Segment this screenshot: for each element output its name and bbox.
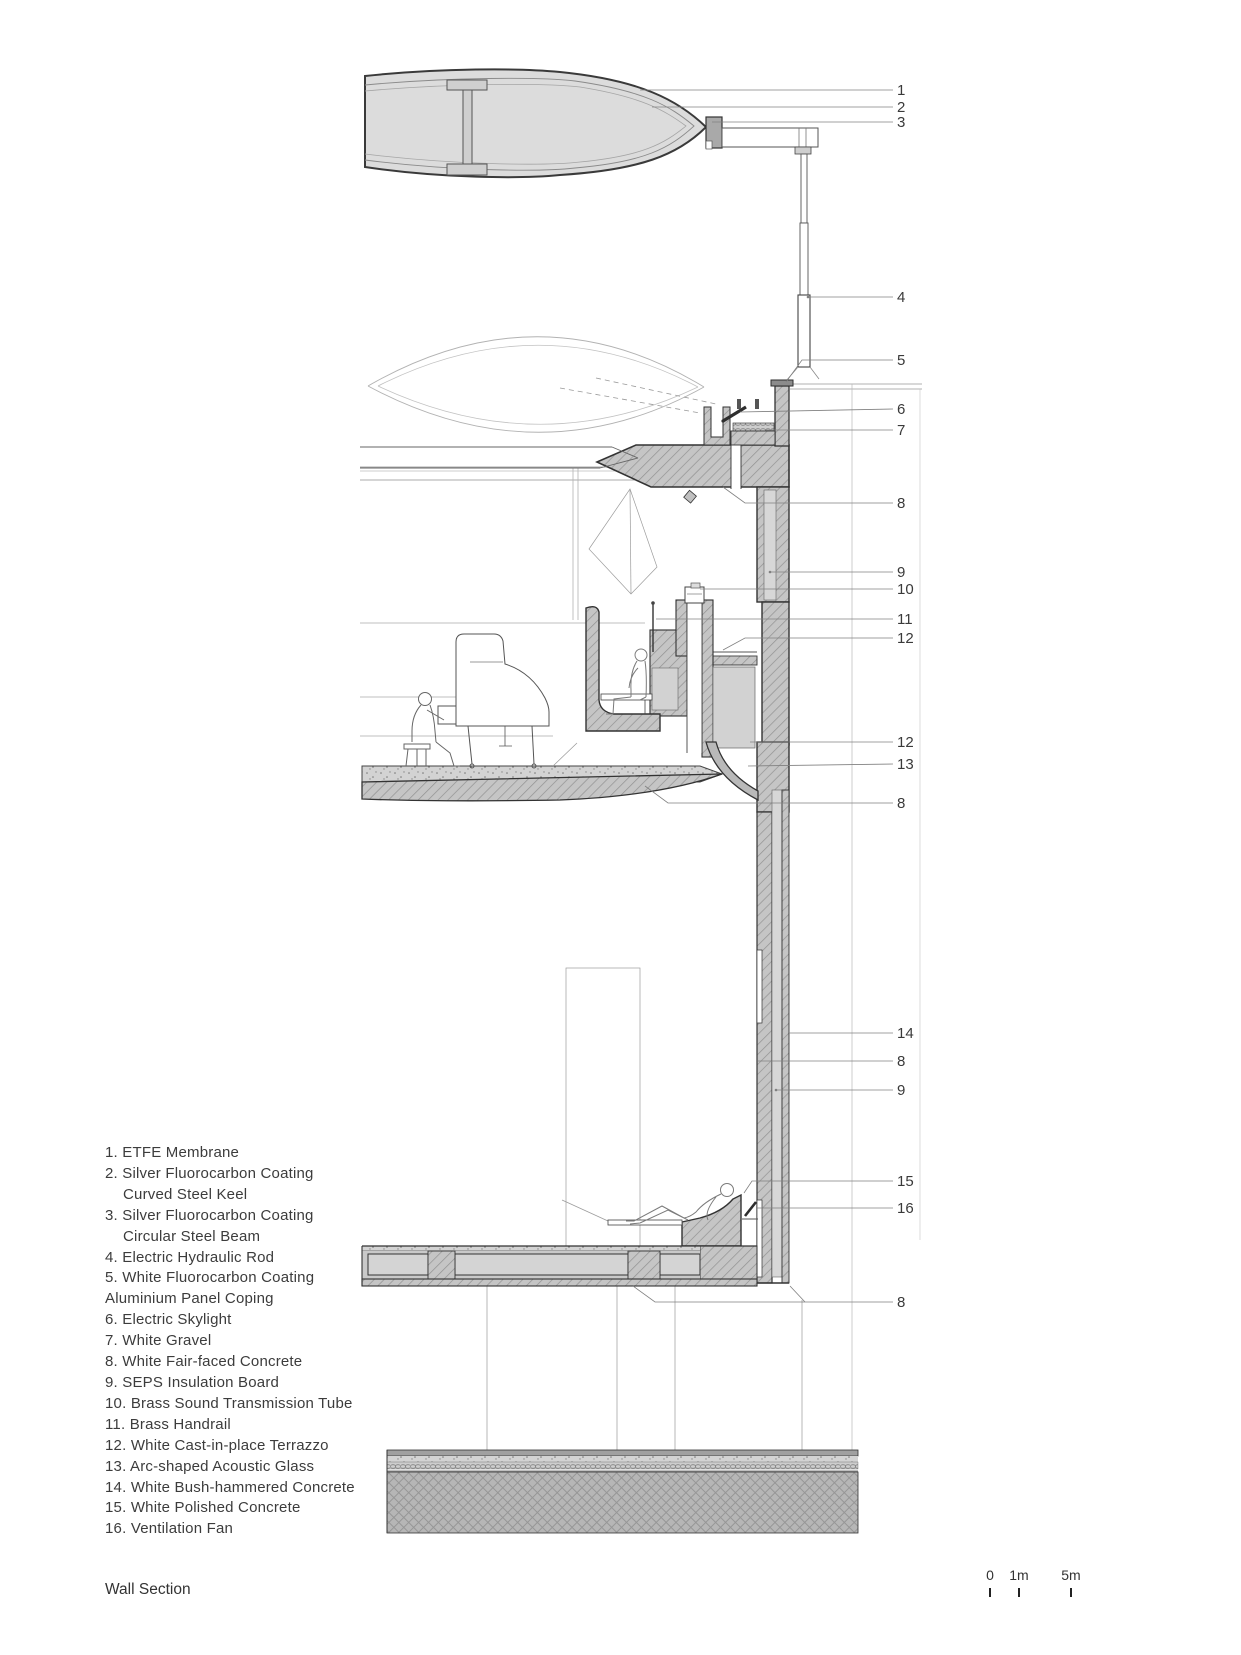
legend-line: 9. SEPS Insulation Board [105,1373,280,1391]
leader-lines [632,89,894,1303]
upper-wall [756,486,790,746]
glass-panel-left [651,667,679,711]
legend-line: 14. White Bush-hammered Concrete [105,1478,355,1496]
legend-line: 16. Ventilation Fan [105,1520,234,1538]
legend-line: 15. White Polished Concrete [105,1499,301,1517]
alcove-parapet [585,605,661,732]
callout-number: 12 [897,734,914,751]
callout-number: 11 [897,611,913,628]
sheet-title: Wall Section [105,1581,191,1598]
callout-number: 12 [897,630,914,647]
background-lines [360,383,922,1450]
membrane-outer-skin [364,68,708,179]
membrane-inner-skin [364,77,695,171]
roof-slab [360,443,790,504]
callout-number: 8 [897,495,905,512]
callout-number: 9 [897,1082,905,1099]
electric-hydraulic-rod [785,153,820,382]
legend-line: 10. Brass Sound Transmission Tube [105,1394,353,1412]
legend: 1. ETFE Membrane 2. Silver Fluorocarbon C… [105,1143,355,1540]
callout-number: 8 [897,1053,905,1070]
legend-line: 4. Electric Hydraulic Rod [105,1248,275,1266]
etfe-membrane-roof [364,68,708,179]
callout-number: 6 [897,401,905,418]
foundation-lines [486,1286,803,1450]
legend-line: Circular Steel Beam [123,1227,261,1245]
brass-sound-tube-cap [684,582,705,604]
stage-floor [361,742,724,802]
legend-line: Aluminium Panel Coping [105,1290,274,1308]
electric-skylight [703,399,776,446]
seps-insulation-upper [763,489,777,601]
alcove-bench [600,693,653,701]
legend-line: Curved Steel Keel [123,1185,248,1203]
legend-line: 13. Arc-shaped Acoustic Glass [105,1457,315,1475]
legend-line: 7. White Gravel [105,1332,212,1350]
circular-steel-beam [705,116,819,155]
callout-number: 8 [897,795,905,812]
grand-piano [437,633,550,769]
callout-number: 4 [897,289,905,306]
sound-tube-void [687,603,702,753]
floor-plenum [361,1245,758,1287]
hinge-connector [794,146,812,155]
ventilation-fan [742,1201,758,1220]
bush-hammered-skin [781,789,790,1284]
callout-number: 5 [897,352,905,369]
skylight-flap [722,405,747,423]
legend-line: 5. White Fluorocarbon Coating [105,1269,315,1287]
beam-body [721,127,819,148]
legend-line: 3. Silver Fluorocarbon Coating [105,1206,314,1224]
legend-line: 6. Electric Skylight [105,1311,232,1329]
callout-number: 9 [897,564,905,581]
legend-line: 2. Silver Fluorocarbon Coating [105,1164,314,1182]
rear-wall-opening [565,967,641,1247]
plenum-pier [627,1250,661,1280]
reclining-figure [626,1183,734,1225]
plenum-pier [427,1250,456,1280]
plenum-void [454,1253,629,1276]
slab-joint-slot [731,443,741,489]
callout-number: 2 [897,99,905,116]
pianist-figure [403,692,460,767]
brass-handrail [651,601,655,652]
bench-seat-slab [607,1219,683,1226]
piano-stool [403,743,431,767]
plenum-void [367,1253,429,1276]
parapet [770,379,794,447]
legend-line: 11. Brass Handrail [105,1415,231,1433]
audience-figure [606,648,648,715]
acoustic-reflector-outline [588,488,658,595]
callout-number: 1 [897,82,905,99]
legend-line: 12. White Cast-in-place Terrazzo [105,1436,329,1454]
ground-slab [386,1449,859,1534]
lower-wall [756,789,790,1284]
glass-arc [705,741,759,802]
callout-number: 8 [897,1294,905,1311]
aluminium-coping [770,379,794,387]
callout-number: 10 [897,581,914,598]
glass-panel-main [712,666,756,749]
callout-number: 3 [897,114,905,131]
plenum-void [659,1253,701,1276]
callout-number: 15 [897,1173,914,1190]
legend-line: 1. ETFE Membrane [105,1144,240,1161]
skylight-lens-outline [367,336,717,433]
steel-keel-strut [446,79,488,176]
callout-number: 7 [897,422,905,439]
callout-number: 14 [897,1025,914,1042]
seps-insulation-lower [771,789,783,1278]
callout-number: 13 [897,756,914,773]
legend-line: 8. White Fair-faced Concrete [105,1353,303,1371]
callout-number: 16 [897,1200,914,1217]
